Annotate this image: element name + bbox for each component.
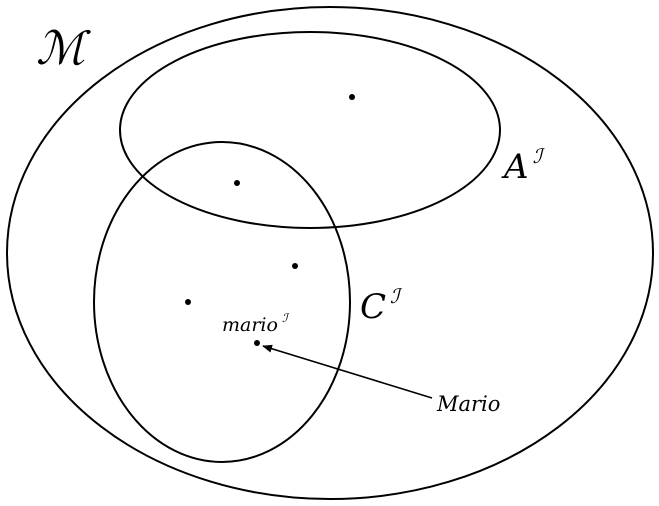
set-c-label-sup: ℐ	[390, 284, 403, 308]
element-dot-mario	[254, 340, 260, 346]
set-c-label: C ℐ	[360, 284, 403, 327]
element-label: mario ℐ	[222, 311, 290, 336]
universe-label: ℳ	[36, 21, 91, 75]
set-a-label: A ℐ	[501, 144, 546, 187]
set-a-label-sup: ℐ	[533, 144, 546, 168]
element-label-base: mario	[222, 314, 278, 336]
set-c-ellipse	[93, 141, 351, 463]
constant-label: Mario	[436, 392, 500, 416]
set-a-ellipse	[119, 31, 501, 229]
set-c-label-base: C	[360, 287, 386, 327]
element-dot-c-2	[185, 299, 191, 305]
element-dot-a-only	[349, 94, 355, 100]
mapping-arrow	[262, 344, 433, 399]
element-dot-c-1	[292, 263, 298, 269]
domain-ellipse	[6, 6, 654, 500]
element-label-sup: ℐ	[282, 311, 290, 325]
set-a-label-base: A	[501, 147, 529, 187]
element-dot-a-and-c	[234, 180, 240, 186]
